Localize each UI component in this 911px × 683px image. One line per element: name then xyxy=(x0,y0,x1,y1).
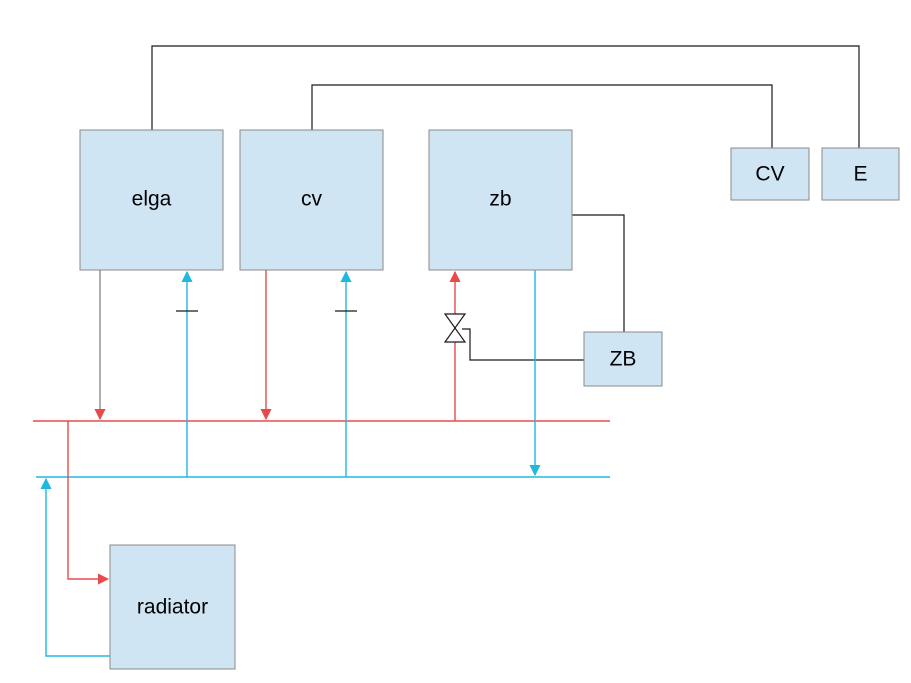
unit-cv-label: cv xyxy=(301,188,323,211)
control-zb-label: ZB xyxy=(610,348,637,371)
wire-zb-control-to-valve xyxy=(462,328,584,361)
control-cv: CV xyxy=(730,147,810,201)
motorized-valve-icon xyxy=(443,313,467,343)
unit-radiator: radiator xyxy=(109,544,236,670)
control-e: E xyxy=(821,147,900,201)
unit-elga-label: elga xyxy=(132,188,172,211)
unit-zb-label: zb xyxy=(489,188,511,211)
wire-cv-to-cv-control xyxy=(311,84,773,148)
control-zb: ZB xyxy=(583,331,663,387)
radiator-return-pipe xyxy=(40,477,110,657)
unit-zb: zb xyxy=(428,129,573,271)
wire-zb-to-zb-control xyxy=(572,214,625,332)
unit-cv: cv xyxy=(239,129,384,271)
control-cv-label: CV xyxy=(755,163,784,186)
unit-radiator-label: radiator xyxy=(137,596,208,619)
control-wires xyxy=(151,45,860,361)
control-e-label: E xyxy=(853,163,867,186)
unit-elga: elga xyxy=(79,129,224,271)
radiator-supply-pipe xyxy=(67,421,110,585)
wire-elga-to-e xyxy=(151,45,860,148)
